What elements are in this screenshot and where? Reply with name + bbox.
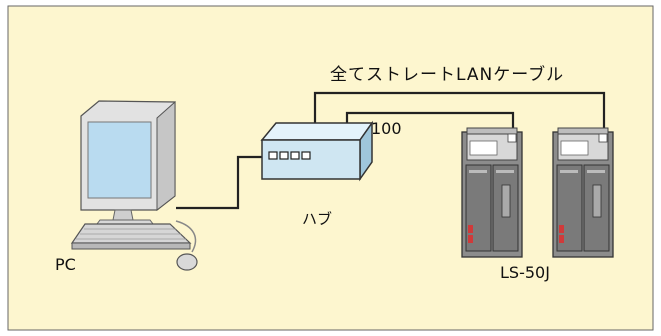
mouse	[176, 253, 198, 271]
keyboard	[70, 223, 192, 244]
monitor-stand	[112, 209, 134, 221]
hub-front-face	[261, 139, 361, 180]
hub-top-face	[260, 122, 374, 141]
keyboard-front	[71, 242, 191, 250]
monitor-side	[156, 100, 176, 212]
pc-label: PC	[55, 255, 76, 274]
keyboard-keys	[76, 228, 186, 240]
lan-cables	[176, 91, 606, 210]
controller-label: LS-50J	[500, 263, 550, 282]
hub-ports	[268, 151, 311, 160]
mouse-cable	[175, 220, 197, 253]
speed-label: 100	[371, 119, 402, 138]
pc-computer	[70, 100, 198, 271]
ls50j-controller-1	[461, 127, 523, 258]
ls50j-controller-2	[552, 127, 614, 258]
cable-pc-to-hub	[176, 155, 266, 210]
hub-label: ハブ	[302, 210, 332, 228]
cable-hub-to-controller-1	[345, 111, 515, 132]
network-hub	[260, 120, 374, 182]
cable-hub-to-controller-2	[313, 91, 606, 132]
cable-type-label: 全てストレートLANケーブル	[330, 64, 564, 85]
monitor-screen	[87, 121, 152, 199]
